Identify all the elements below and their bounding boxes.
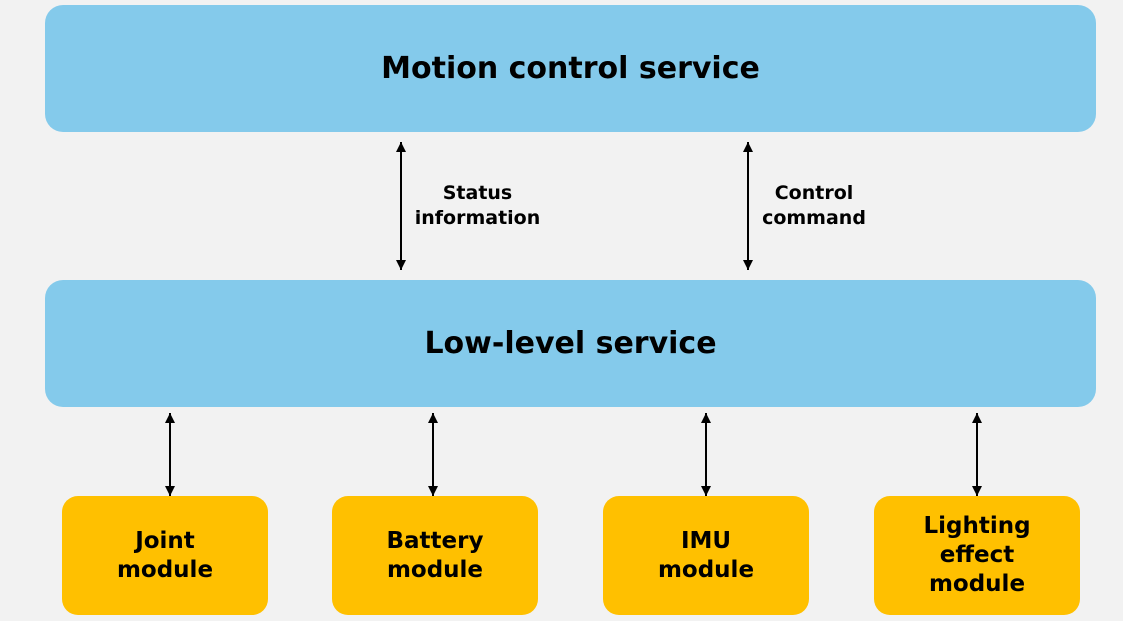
- battery-module-box: Battery module: [332, 496, 538, 615]
- motion-control-service-label: Motion control service: [381, 51, 760, 86]
- control-command-label: Control command: [762, 182, 866, 229]
- status-information-label: Status information: [414, 182, 541, 229]
- lighting-effect-module-box: Lighting effect module: [874, 496, 1080, 615]
- motion-control-service-box: Motion control service: [45, 5, 1096, 132]
- lighting-effect-module-label: Lighting effect module: [923, 513, 1031, 597]
- joint-module-label: Joint module: [116, 527, 214, 583]
- low-level-service-box: Low-level service: [45, 280, 1096, 407]
- low-level-service-label: Low-level service: [424, 326, 717, 361]
- imu-module-box: IMU module: [603, 496, 809, 615]
- battery-module-label: Battery module: [386, 527, 484, 583]
- imu-module-label: IMU module: [657, 527, 755, 583]
- joint-module-box: Joint module: [62, 496, 268, 615]
